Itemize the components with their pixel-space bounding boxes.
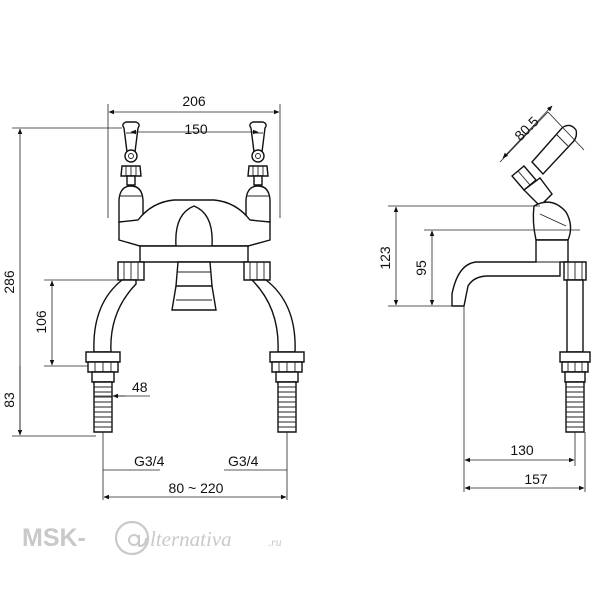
dim-leg-height: 106 xyxy=(33,310,49,334)
front-view xyxy=(12,104,305,500)
dim-overall-height: 286 xyxy=(1,270,17,294)
dim-spout-reach: 130 xyxy=(510,442,534,458)
watermark-script: lternativa xyxy=(150,527,232,551)
dim-thread-length: 83 xyxy=(1,392,17,408)
thread-left-label: G3/4 xyxy=(134,453,165,469)
dim-height-lower: 95 xyxy=(413,260,429,276)
watermark: MSK- lternativa .ru xyxy=(22,520,282,556)
side-handle xyxy=(511,124,578,241)
watermark-brand: MSK- xyxy=(22,524,86,552)
side-view xyxy=(388,105,591,492)
dim-shank-width: 48 xyxy=(132,379,148,395)
right-handle xyxy=(245,121,271,223)
dim-height-upper: 123 xyxy=(377,246,393,270)
right-thread-lines xyxy=(278,386,296,428)
tap-body xyxy=(118,199,271,311)
thread-right-label: G3/4 xyxy=(228,453,259,469)
dim-handle-spacing: 150 xyxy=(184,121,208,137)
left-thread-lines xyxy=(94,386,112,428)
dim-overall-depth: 157 xyxy=(524,471,548,487)
side-leg xyxy=(559,261,591,433)
dim-handle-length: 80.5 xyxy=(511,113,542,144)
dim-overall-width: 206 xyxy=(182,93,206,109)
left-handle xyxy=(118,121,144,223)
side-thread-lines xyxy=(566,386,584,428)
at-sign-icon xyxy=(114,520,150,556)
side-dimensions xyxy=(388,105,586,492)
right-leg xyxy=(243,261,305,433)
front-dimensions xyxy=(12,104,288,500)
side-spout xyxy=(451,239,569,307)
dim-centres-range: 80 ~ 220 xyxy=(169,480,224,496)
watermark-suffix: .ru xyxy=(268,535,282,549)
dimension-labels: 206 150 286 106 83 48 G3/4 G3/4 80 ~ 220… xyxy=(1,93,548,496)
left-leg xyxy=(85,261,145,433)
